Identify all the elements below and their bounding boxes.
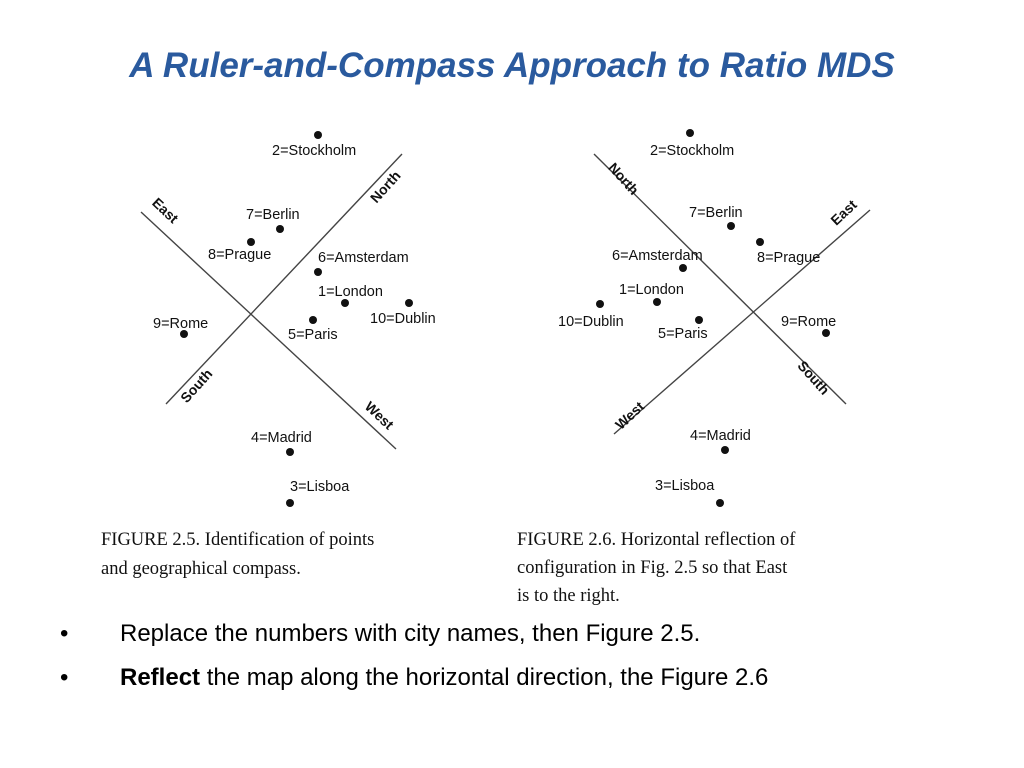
point-dublin xyxy=(405,299,413,307)
point-prague xyxy=(247,238,255,246)
label-rome: 9=Rome xyxy=(153,316,208,332)
caption-figure-2-6-line3: is to the right. xyxy=(517,586,620,606)
point-madrid xyxy=(286,448,294,456)
bullet-bold-text: Reflect xyxy=(120,664,201,691)
axis-label-north: North xyxy=(367,167,404,205)
point-rome xyxy=(822,329,830,337)
point-berlin xyxy=(276,225,284,233)
bullet-item-1: • Replace the numbers with city names, t… xyxy=(56,617,956,651)
label-prague: 8=Prague xyxy=(208,247,271,263)
point-rome xyxy=(180,330,188,338)
label-paris: 5=Paris xyxy=(288,327,338,343)
point-stockholm xyxy=(686,129,694,137)
bullet-item-2: • Reflect the map along the horizontal d… xyxy=(56,661,956,695)
point-prague xyxy=(756,238,764,246)
label-dublin: 10=Dublin xyxy=(558,314,624,330)
north-south-axis xyxy=(593,153,847,405)
caption-figure-2-6-line1: FIGURE 2.6. Horizontal reflection of xyxy=(517,530,796,550)
label-london: 1=London xyxy=(619,282,684,298)
label-lisboa: 3=Lisboa xyxy=(290,479,350,495)
label-berlin: 7=Berlin xyxy=(246,207,300,223)
axis-label-west: West xyxy=(612,398,647,433)
caption-figure-2-6-line2: configuration in Fig. 2.5 so that East xyxy=(517,558,788,578)
label-prague: 8=Prague xyxy=(757,250,820,266)
bullet-marker: • xyxy=(60,620,69,647)
axis-label-east: East xyxy=(149,194,182,226)
caption-figure-2-5-line1: FIGURE 2.5. Identification of points xyxy=(101,530,374,550)
point-paris xyxy=(309,316,317,324)
bullet-text: Replace the numbers with city names, the… xyxy=(120,620,701,647)
label-rome: 9=Rome xyxy=(781,314,836,330)
caption-figure-2-5-line2: and geographical compass. xyxy=(101,559,301,579)
point-amsterdam xyxy=(679,264,687,272)
east-west-axis xyxy=(613,209,871,435)
label-dublin: 10=Dublin xyxy=(370,311,436,327)
point-paris xyxy=(695,316,703,324)
point-berlin xyxy=(727,222,735,230)
point-madrid xyxy=(721,446,729,454)
label-stockholm: 2=Stockholm xyxy=(650,143,734,159)
point-london xyxy=(653,298,661,306)
north-south-axis xyxy=(165,153,403,405)
figure-2-5: 2=Stockholm 7=Berlin 8=Prague 6=Amsterda… xyxy=(101,131,436,579)
label-london: 1=London xyxy=(318,284,383,300)
label-berlin: 7=Berlin xyxy=(689,205,743,221)
east-west-axis xyxy=(140,211,397,450)
label-amsterdam: 6=Amsterdam xyxy=(318,250,409,266)
bullet-marker: • xyxy=(60,664,69,691)
label-amsterdam: 6=Amsterdam xyxy=(612,248,703,264)
point-lisboa xyxy=(716,499,724,507)
point-dublin xyxy=(596,300,604,308)
axis-label-north: North xyxy=(605,159,642,197)
figure-2-6: 2=Stockholm 7=Berlin 8=Prague 6=Amsterda… xyxy=(517,129,871,606)
bullet-list: • Replace the numbers with city names, t… xyxy=(56,617,956,705)
point-stockholm xyxy=(314,131,322,139)
label-stockholm: 2=Stockholm xyxy=(272,143,356,159)
point-amsterdam xyxy=(314,268,322,276)
point-lisboa xyxy=(286,499,294,507)
label-lisboa: 3=Lisboa xyxy=(655,478,715,494)
point-london xyxy=(341,299,349,307)
axis-label-west: West xyxy=(362,398,397,433)
label-paris: 5=Paris xyxy=(658,326,708,342)
slide-title: A Ruler-and-Compass Approach to Ratio MD… xyxy=(129,46,895,85)
label-madrid: 4=Madrid xyxy=(690,428,751,444)
label-madrid: 4=Madrid xyxy=(251,430,312,446)
bullet-text: the map along the horizontal direction, … xyxy=(200,664,769,691)
axis-label-south: South xyxy=(795,358,833,398)
